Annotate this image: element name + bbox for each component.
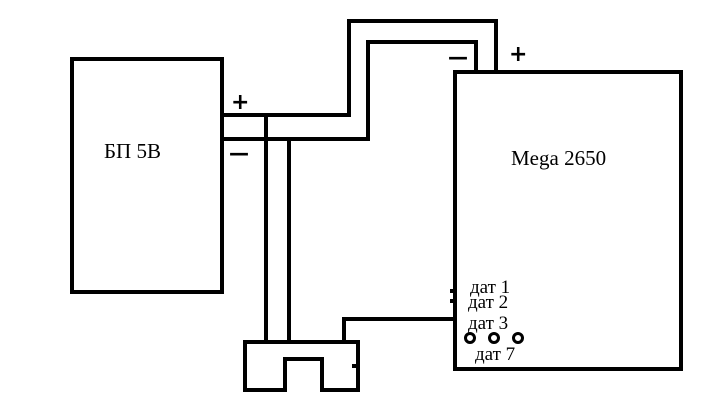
sensor-pin-2 — [488, 332, 500, 344]
sensor-label-1: дат 1 — [470, 277, 510, 298]
power-supply-box — [70, 57, 224, 294]
sensor-pin-3 — [512, 332, 524, 344]
sensor-label-3: дат 3 — [468, 313, 508, 334]
board-plus-sign: + — [509, 42, 527, 67]
board-label: Mega 2650 — [511, 146, 606, 170]
sensor-pin-1 — [464, 332, 476, 344]
power-supply-label: БП 5В — [104, 139, 161, 163]
signal-wire — [342, 317, 455, 342]
board-minus-sign: — — [448, 45, 468, 69]
plus-wire — [222, 19, 498, 117]
sensor-label-2: дат 2 — [468, 292, 508, 313]
sensor-label-7: дат 7 — [475, 344, 515, 365]
power-supply-minus-sign: — — [229, 141, 249, 165]
power-supply-plus-sign: + — [231, 90, 249, 115]
minus-wire — [222, 40, 478, 141]
connector-block — [243, 340, 360, 392]
board-box — [453, 70, 683, 371]
